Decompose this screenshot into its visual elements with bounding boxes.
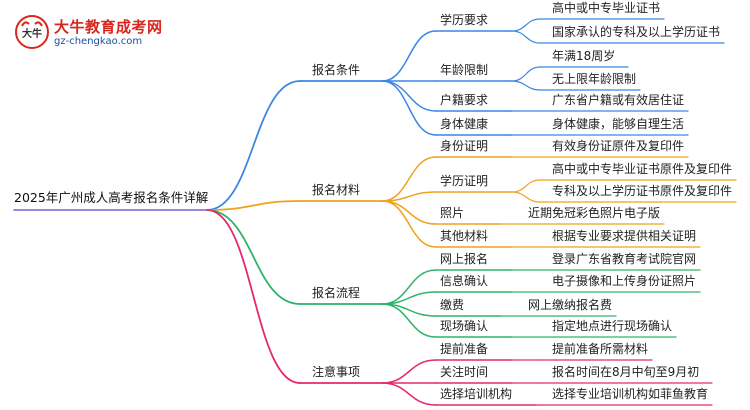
edge-child-leaf — [511, 179, 541, 193]
leaf-label: 提前准备所需材料 — [552, 342, 649, 356]
child-label: 缴费 — [440, 298, 465, 312]
edge-branch-child — [381, 303, 437, 338]
child-label: 其他材料 — [440, 229, 489, 243]
leaf-label: 国家承认的专科及以上学历证书 — [552, 25, 721, 39]
leaf-label: 登录广东省教育考试院官网 — [552, 252, 697, 266]
leaf-label: 有效身份证原件及复印件 — [552, 139, 685, 153]
child-label: 户籍要求 — [440, 93, 489, 107]
child-label: 身体健康 — [440, 117, 489, 131]
branch-label: 报名流程 — [312, 286, 361, 300]
child-label: 关注时间 — [440, 365, 489, 379]
leaf-label: 身体健康，能够自理生活 — [552, 117, 685, 131]
edge-branch-child — [381, 156, 437, 202]
leaf-label: 电子摄像和上传身份证照片 — [552, 274, 697, 288]
leaf-label: 无上限年龄限制 — [552, 72, 637, 86]
edge-child-leaf — [511, 66, 541, 82]
edge-branch-child — [381, 382, 437, 406]
child-label: 选择培训机构 — [440, 387, 513, 401]
leaf-label: 根据专业要求提供相关证明 — [552, 229, 697, 243]
leaf-label: 高中或中专毕业证书 — [552, 1, 661, 15]
branch-label: 报名材料 — [312, 183, 361, 197]
edge-branch-child — [381, 269, 437, 305]
mindmap-edges — [13, 18, 737, 406]
edge-root-branch-3 — [206, 209, 301, 384]
branch-label: 报名条件 — [312, 63, 361, 77]
leaf-label: 指定地点进行现场确认 — [552, 319, 673, 333]
logo-title: 大牛教育成考网 — [54, 18, 163, 36]
leaf-label: 选择专业培训机构如菲鱼教育 — [552, 387, 709, 401]
edge-root-branch-2 — [206, 209, 301, 305]
branch-label: 注意事项 — [312, 365, 361, 379]
edge-child-leaf — [511, 191, 541, 203]
svg-text:大牛: 大牛 — [22, 27, 42, 40]
edge-branch-child — [381, 359, 437, 384]
leaf-label: 年满18周岁 — [552, 49, 616, 63]
edge-branch-child — [381, 200, 437, 225]
child-label: 身份证明 — [440, 139, 489, 153]
edge-root-branch-0 — [206, 80, 301, 211]
edge-branch-child — [381, 80, 437, 136]
leaf-label: 报名时间在8月中旬至9月初 — [552, 365, 700, 379]
edge-root-branch-1 — [206, 200, 301, 211]
leaf-label: 网上缴纳报名费 — [528, 298, 613, 312]
root-topic: 2025年广州成人高考报名条件详解 — [14, 190, 209, 205]
edge-child-leaf — [511, 30, 541, 44]
logo-url[interactable]: gz-chengkao.com — [54, 36, 143, 47]
child-label: 提前准备 — [440, 342, 489, 356]
edge-branch-child — [381, 30, 437, 82]
edge-child-leaf — [511, 18, 541, 32]
child-label: 年龄限制 — [440, 63, 489, 77]
leaf-label: 高中或中专毕业证书原件及复印件 — [552, 162, 733, 176]
leaf-label: 近期免冠彩色照片电子版 — [528, 206, 661, 220]
child-label: 现场确认 — [440, 319, 489, 333]
child-label: 学历证明 — [440, 174, 489, 188]
edge-child-leaf — [511, 80, 541, 91]
leaf-label: 广东省户籍或有效居住证 — [552, 93, 685, 107]
site-logo[interactable]: 大牛 大牛教育成考网 gz-chengkao.com — [14, 14, 164, 54]
leaf-label: 专科及以上学历证书原件及复印件 — [552, 184, 733, 198]
edge-branch-child — [381, 200, 437, 248]
child-label: 网上报名 — [440, 252, 489, 266]
child-label: 信息确认 — [440, 274, 489, 288]
child-label: 照片 — [440, 206, 465, 220]
child-label: 学历要求 — [440, 13, 489, 27]
bull-logo-icon: 大牛 — [15, 15, 49, 49]
